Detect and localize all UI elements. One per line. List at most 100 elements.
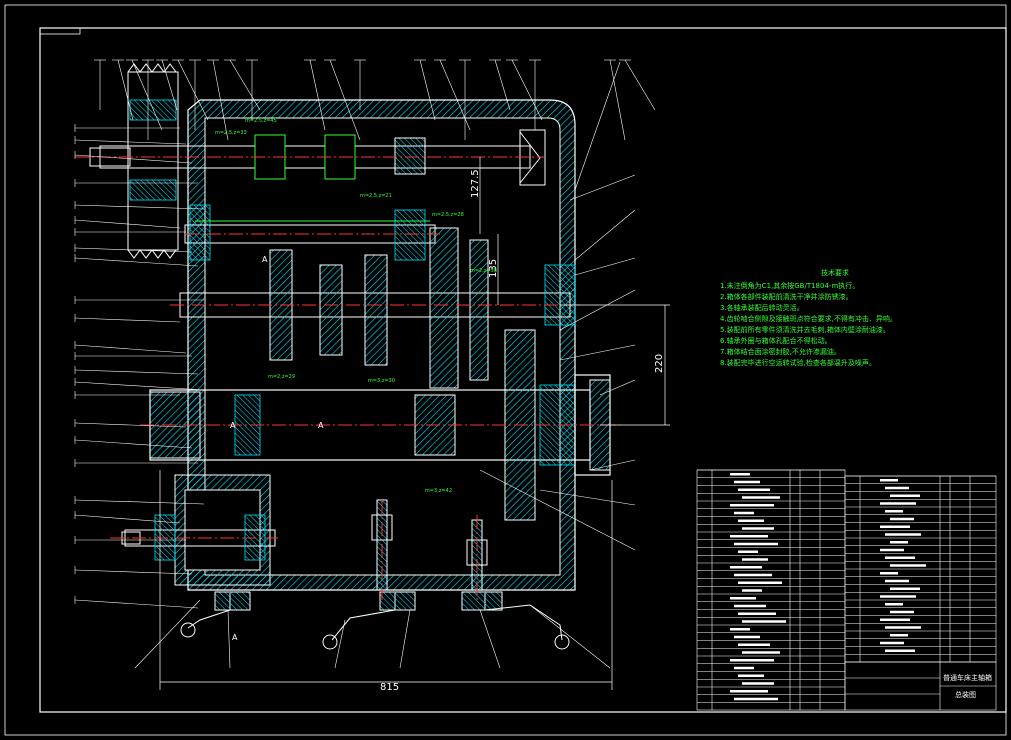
table-text-mark — [738, 612, 776, 615]
leader-line — [589, 459, 636, 471]
levers — [180, 591, 570, 650]
leader-line — [74, 154, 193, 164]
leader-line — [574, 257, 636, 276]
note-line: 8.装配完毕进行空运转试验,检查各部温升及噪声。 — [720, 359, 876, 367]
leader-line — [74, 139, 187, 145]
title-block-name: 普通车床主轴箱 — [943, 673, 992, 682]
table-text-mark — [880, 618, 910, 621]
notes-title: 技术要求 — [821, 269, 849, 277]
note-line: 6.轴承外圈与箱体孔配合不得松动。 — [720, 337, 832, 345]
leader-line — [574, 61, 621, 191]
leader-line — [74, 369, 199, 375]
leader-line — [74, 569, 193, 575]
leader-line — [74, 422, 187, 428]
dim-220: 220 — [654, 354, 665, 373]
table-text-mark — [734, 635, 760, 639]
table-text-mark — [885, 486, 909, 490]
note-line: 2.箱体各部件装配前清洗干净并涂防锈漆。 — [720, 293, 853, 301]
leader-line — [569, 174, 636, 201]
dim-127-5: 127.5 — [470, 169, 481, 198]
leader-lines — [74, 59, 656, 669]
table-text-mark — [734, 697, 778, 701]
title-block — [844, 661, 997, 711]
note-line: 1.未注倒角为C1,其余按GB/T1804-m执行。 — [720, 282, 860, 290]
table-text-mark — [742, 682, 774, 685]
gear-label: m=2.5,z=28 — [432, 212, 464, 218]
table-text-mark — [880, 641, 904, 645]
gear-label: m=2,z=29 — [268, 374, 295, 380]
table-text-mark — [885, 533, 921, 536]
table-text-mark — [730, 628, 750, 631]
table-text-mark — [890, 517, 914, 521]
note-line: 3.各轴承装配后转动灵活。 — [720, 304, 804, 312]
table-text-mark — [890, 564, 926, 567]
leader-line — [161, 59, 178, 111]
table-text-mark — [880, 525, 910, 528]
table-text-mark — [738, 643, 770, 646]
table-text-mark — [880, 502, 916, 505]
table-text-mark — [880, 548, 904, 552]
leader-line — [227, 609, 231, 669]
gear-label: m=3,z=42 — [425, 488, 452, 494]
table-text-mark — [738, 581, 782, 584]
table-text-mark — [742, 527, 774, 530]
leader-line — [74, 247, 193, 253]
leader-line — [329, 59, 361, 141]
leader-line — [117, 59, 134, 121]
shaft-3 — [179, 227, 576, 389]
table-text-mark — [890, 494, 920, 497]
table-text-mark — [730, 690, 768, 693]
section-mark: A — [232, 633, 238, 642]
gear-label: m=3,z=30 — [368, 378, 395, 384]
table-text-mark — [734, 666, 754, 670]
table-text-mark — [885, 556, 915, 559]
leader-line — [539, 489, 636, 506]
table-text-mark — [734, 480, 760, 484]
leader-line — [134, 599, 201, 669]
leader-line — [529, 604, 611, 669]
parts-list-table — [696, 469, 997, 711]
table-text-mark — [742, 589, 762, 592]
table-text-mark — [734, 604, 766, 608]
inner-frame — [39, 27, 1007, 713]
table-text-mark — [880, 479, 898, 482]
title-block-drawing: 总装图 — [955, 690, 976, 699]
table-text-mark — [730, 566, 762, 569]
table-text-mark — [730, 659, 774, 662]
leader-line — [74, 344, 187, 354]
leader-line — [419, 59, 436, 121]
dim-815: 815 — [380, 682, 399, 693]
table-text-mark — [738, 674, 764, 677]
table-text-mark — [890, 587, 920, 590]
table-text-mark — [742, 620, 786, 623]
leader-line — [212, 59, 229, 141]
table-text-mark — [885, 510, 903, 513]
table-text-mark — [730, 535, 768, 538]
leader-line — [74, 499, 205, 505]
center-lines — [75, 156, 620, 600]
table-text-mark — [730, 504, 774, 507]
leader-line — [74, 439, 193, 449]
leader-line — [399, 609, 411, 669]
leader-line — [74, 599, 199, 609]
leader-line — [511, 59, 543, 121]
leader-line — [559, 344, 636, 361]
table-text-mark — [734, 511, 754, 515]
table-text-mark — [742, 558, 768, 561]
table-text-mark — [890, 610, 914, 614]
table-text-mark — [880, 572, 898, 575]
table-text-mark — [738, 519, 764, 522]
table-text-mark — [885, 579, 909, 583]
gear-label: m=2.5,z=21 — [360, 193, 392, 199]
table-text-mark — [742, 651, 780, 654]
table-text-mark — [885, 626, 921, 629]
section-mark: A — [318, 421, 324, 430]
note-line: 7.箱体结合面涂密封胶,不允许渗漏油。 — [720, 348, 841, 356]
table-text-mark — [738, 550, 758, 553]
leader-line — [74, 317, 181, 323]
table-text-mark — [734, 542, 778, 546]
leader-line — [229, 59, 261, 111]
gear-label: m=2.5,z=45 — [245, 118, 277, 124]
leader-line — [479, 469, 636, 551]
